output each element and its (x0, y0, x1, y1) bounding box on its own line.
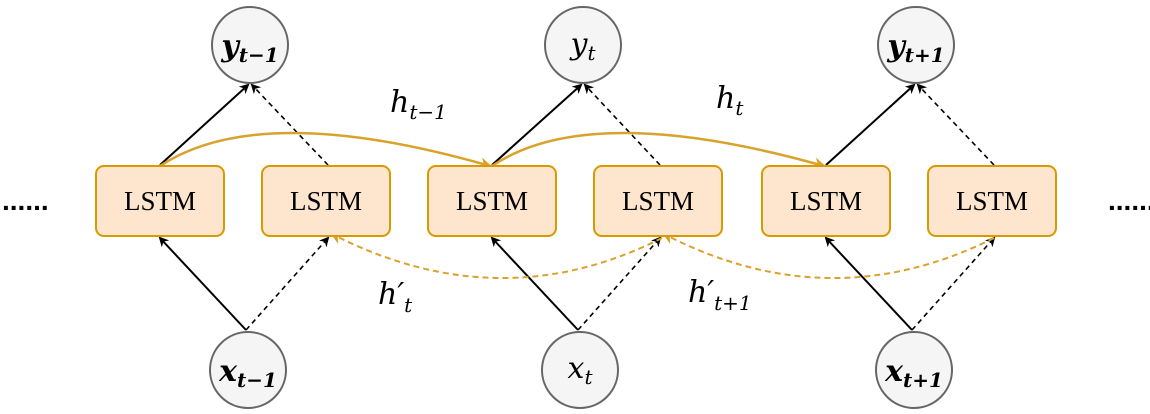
output-forward-arrow-3 (825, 83, 916, 166)
input-forward-arrow-1 (158, 236, 247, 331)
input-backward-arrow-1 (245, 236, 330, 331)
output-forward-arrow-2 (491, 83, 583, 166)
output-label-2: yt (569, 27, 597, 65)
lstm-cell-forward-3: LSTM (761, 165, 891, 237)
output-node-2: yt (544, 6, 622, 84)
output-forward-arrow-1 (159, 83, 250, 166)
output-label-3: yt+1 (886, 29, 944, 67)
lstm-label: LSTM (956, 186, 1028, 216)
output-backward-arrow-3 (916, 83, 995, 166)
lstm-cell-forward-1: LSTM (95, 165, 225, 237)
lstm-label: LSTM (622, 186, 694, 216)
lstm-label: LSTM (456, 186, 528, 216)
lstm-label: LSTM (790, 186, 862, 216)
lstm-label: LSTM (290, 186, 362, 216)
input-backward-arrow-3 (911, 236, 996, 331)
input-node-1: xt−1 (209, 331, 287, 409)
input-forward-arrow-2 (490, 236, 579, 331)
backward-recurrent-arrow-1 (330, 233, 663, 279)
right-ellipsis: ...... (1108, 185, 1150, 216)
lstm-cell-backward-3: LSTM (927, 165, 1057, 237)
backward-recurrent-arrow-2 (662, 233, 995, 279)
forward-state-label-2: ht (716, 81, 744, 120)
left-ellipsis: ...... (2, 185, 49, 216)
output-node-1: yt−1 (211, 6, 289, 84)
backward-state-label-2: h′t+1 (688, 275, 752, 315)
input-backward-arrow-2 (577, 236, 662, 331)
output-label-1: yt−1 (220, 29, 278, 67)
input-label-3: xt+1 (884, 354, 943, 392)
backward-state-label-1: h′t (378, 277, 413, 317)
forward-recurrent-arrow-2 (491, 131, 826, 170)
input-label-1: xt−1 (218, 354, 277, 392)
input-node-3: xt+1 (875, 331, 953, 409)
lstm-cell-backward-2: LSTM (593, 165, 723, 237)
lstm-cell-forward-2: LSTM (427, 165, 557, 237)
forward-state-label-1: ht−1 (390, 85, 447, 124)
forward-recurrent-arrow-1 (159, 131, 492, 170)
lstm-cell-backward-1: LSTM (261, 165, 391, 237)
output-backward-arrow-1 (250, 83, 329, 166)
input-forward-arrow-3 (824, 236, 913, 331)
lstm-label: LSTM (124, 186, 196, 216)
output-backward-arrow-2 (583, 83, 661, 166)
output-node-3: yt+1 (877, 6, 955, 84)
input-node-2: xt (541, 331, 619, 409)
input-label-2: xt (568, 351, 594, 389)
